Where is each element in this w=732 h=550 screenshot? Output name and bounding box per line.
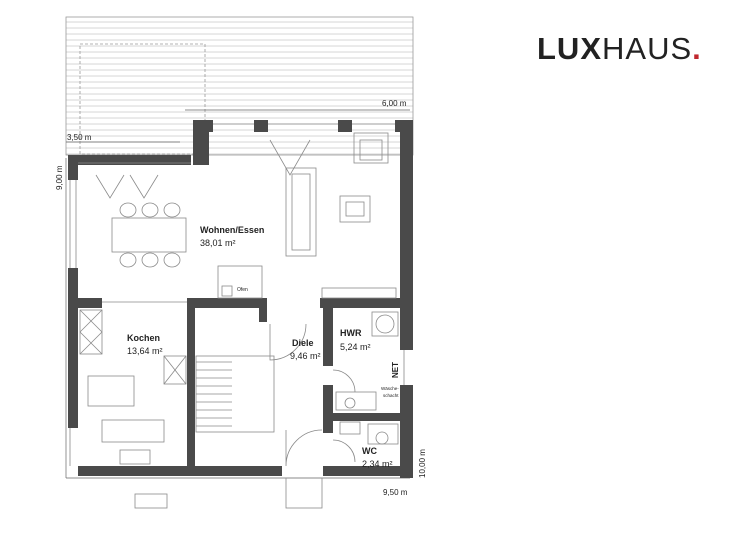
oven-label: Ofen bbox=[237, 287, 248, 293]
furniture bbox=[79, 132, 399, 509]
room-kochen-name: Kochen bbox=[127, 333, 160, 343]
dining-chair bbox=[163, 202, 181, 218]
room-wc-name: WC bbox=[362, 446, 377, 456]
dining-chair bbox=[141, 202, 159, 218]
dining-chair bbox=[141, 252, 159, 268]
dim-terrace-width: 6,00 m bbox=[382, 99, 407, 108]
room-hwr-area: 5,24 m² bbox=[340, 342, 371, 352]
room-wohnen-name: Wohnen/Essen bbox=[200, 225, 264, 235]
terrace-deck bbox=[65, 16, 414, 156]
dim-depth-left: 9,00 m bbox=[55, 165, 64, 190]
room-hwr-name: HWR bbox=[340, 328, 362, 338]
dining-chair bbox=[119, 202, 137, 218]
room-diele-area: 9,46 m² bbox=[290, 351, 321, 361]
luxhaus-logo: LUXHAUS. bbox=[537, 31, 702, 66]
dining-chair bbox=[119, 252, 137, 268]
dim-terrace-depth: 3,50 m bbox=[67, 133, 92, 142]
dimension-lines bbox=[65, 109, 411, 479]
doors bbox=[95, 139, 356, 467]
laundry-label: Wäsche- bbox=[381, 386, 399, 391]
windows bbox=[69, 123, 405, 466]
dimension-labels: 6,00 m 3,50 m 9,00 m 10,00 m 9,50 m bbox=[55, 99, 427, 497]
dining-chair bbox=[163, 252, 181, 268]
dim-house-width: 9,50 m bbox=[383, 488, 408, 497]
room-kochen-area: 13,64 m² bbox=[127, 346, 163, 356]
misc-labels: Ofen Wäsche- schacht NET bbox=[237, 287, 400, 398]
room-wohnen-area: 38,01 m² bbox=[200, 238, 236, 248]
walls bbox=[68, 120, 413, 478]
room-diele-name: Diele bbox=[292, 338, 314, 348]
dim-depth-right: 10,00 m bbox=[418, 449, 427, 478]
room-wc-area: 2,34 m² bbox=[362, 459, 393, 469]
laundry-label-2: schacht bbox=[383, 393, 399, 398]
net-label: NET bbox=[391, 362, 400, 378]
room-labels: Wohnen/Essen 38,01 m² Kochen 13,64 m² Di… bbox=[127, 225, 393, 469]
